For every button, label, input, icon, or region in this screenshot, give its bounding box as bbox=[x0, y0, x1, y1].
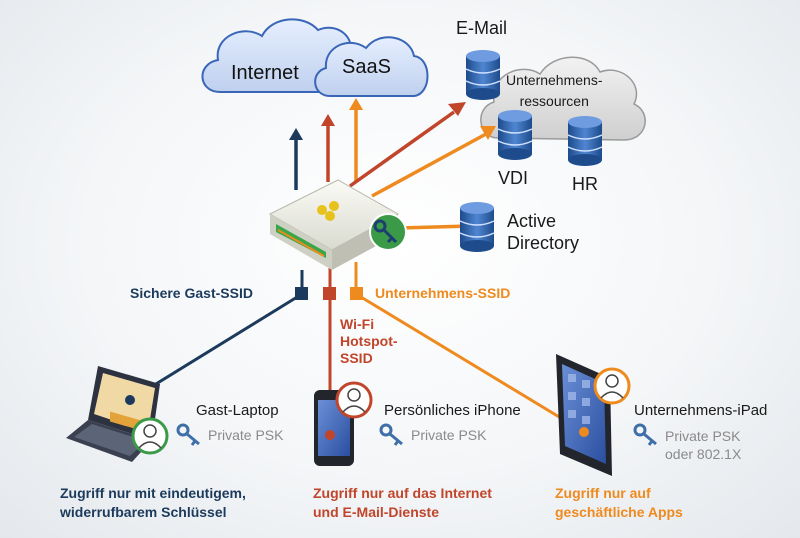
hr-database-icon bbox=[567, 116, 603, 166]
laptop-access-note: Zugriff nur mit eindeutigem, widerrufbar… bbox=[60, 485, 246, 520]
active-directory-label: Active Directory bbox=[507, 211, 580, 253]
laptop-key-icon bbox=[176, 423, 200, 446]
corporate-cloud-label: Unternehmens- ressourcen bbox=[506, 72, 603, 109]
iphone-key-icon bbox=[379, 423, 403, 446]
ipad-access-note: Zugriff nur auf geschäftliche Apps bbox=[555, 485, 683, 520]
email-label: E-Mail bbox=[456, 18, 508, 38]
laptop-auth: Private PSK bbox=[208, 427, 284, 443]
internet-cloud-label: Internet bbox=[231, 62, 299, 84]
laptop-name: Gast-Laptop bbox=[196, 402, 279, 419]
vdi-database-icon bbox=[497, 110, 533, 160]
active-directory-database-icon bbox=[459, 202, 495, 252]
ipad-key-icon bbox=[633, 423, 657, 446]
guest-ssid-marker bbox=[295, 287, 308, 300]
saas-cloud-icon bbox=[314, 36, 429, 97]
ipad-auth: Private PSK oder 802.1X bbox=[665, 428, 742, 462]
vdi-label: VDI bbox=[498, 168, 529, 188]
hr-label: HR bbox=[572, 174, 598, 194]
hotspot-ssid-marker bbox=[323, 287, 336, 300]
uplink-arrows bbox=[289, 98, 496, 230]
iphone-user-avatar-icon bbox=[335, 381, 373, 419]
iphone-access-note: Zugriff nur auf das Internet und E-Mail-… bbox=[313, 485, 492, 520]
laptop-user-avatar-icon bbox=[131, 417, 169, 455]
saas-cloud-label: SaaS bbox=[342, 56, 391, 78]
iphone-name: Persönliches iPhone bbox=[384, 402, 521, 419]
iphone-auth: Private PSK bbox=[411, 427, 487, 443]
ipad-name: Unternehmens-iPad bbox=[634, 402, 768, 419]
guest-ssid-label: Sichere Gast-SSID bbox=[130, 285, 253, 301]
hotspot-ssid-label: Wi-Fi Hotspot- SSID bbox=[340, 316, 398, 366]
corporate-ssid-marker bbox=[350, 287, 363, 300]
ap-key-badge-icon bbox=[369, 213, 407, 251]
email-database-icon bbox=[465, 50, 501, 100]
ipad-user-avatar-icon bbox=[593, 367, 631, 405]
corporate-ssid-label: Unternehmens-SSID bbox=[375, 285, 511, 301]
